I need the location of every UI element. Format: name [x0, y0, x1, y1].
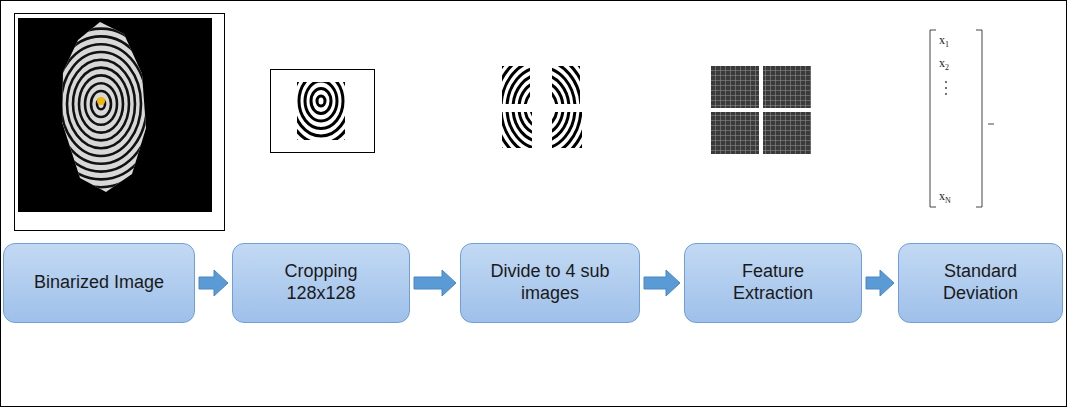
ridge-line: [19, 0, 183, 211]
process-box: Divide to 4 sub images: [460, 243, 640, 323]
ridge-line: [502, 112, 532, 148]
box-label: Divide to 4 sub images: [483, 261, 618, 304]
ridge-line: [61, 52, 141, 156]
ridge-line: [297, 82, 345, 140]
ridge-line: [552, 66, 580, 104]
vector-dots: [945, 93, 947, 95]
vector-bracket: [930, 30, 936, 207]
ridge-line: [502, 112, 532, 148]
feature-map: [763, 112, 811, 154]
ridge-line: [311, 89, 331, 114]
ridge-line: [7, 0, 195, 226]
ridge-line: [67, 60, 135, 148]
ridge-line: [552, 112, 582, 148]
process-box: Feature Extraction: [684, 243, 862, 323]
cropped-fingerprint: [297, 82, 345, 140]
ridge-line: [305, 82, 337, 121]
ridge-line: [531, 112, 532, 120]
ridge-line: [43, 29, 159, 180]
sub-image: [502, 66, 530, 104]
box-label: Standard Deviation: [928, 261, 1033, 304]
feature-map: [711, 66, 759, 108]
ridge-line: [49, 36, 153, 171]
ridge-line: [552, 66, 580, 104]
box-label: Cropping 128x128: [271, 261, 371, 304]
ridge-line: [297, 82, 345, 140]
ridge-line: [297, 82, 345, 136]
ridge-line: [91, 91, 111, 117]
ridge-line: [85, 83, 117, 125]
feature-map: [763, 66, 811, 108]
ridge-line: [73, 68, 129, 141]
ridge-line: [552, 112, 575, 148]
vector-dots: [945, 87, 947, 89]
process-box: Cropping 128x128: [232, 243, 410, 323]
dash-mark: [988, 124, 994, 125]
ridge-line: [297, 82, 345, 140]
vector-entry: x2: [939, 57, 949, 72]
core-point: [97, 97, 105, 105]
vector-entry: xN: [939, 190, 951, 205]
ridge-line: [507, 112, 532, 148]
ridge-line: [37, 21, 165, 187]
ridge-line: [552, 112, 582, 148]
ridge-line: [25, 5, 177, 203]
fingerprint-image: [7, 0, 195, 226]
sub-image: [502, 112, 532, 148]
process-box: Standard Deviation: [898, 243, 1063, 323]
ridge-line: [79, 75, 123, 132]
ridge-line: [502, 66, 530, 104]
ridge-line: [502, 66, 530, 104]
ridge-line: [297, 82, 345, 140]
ridge-line: [502, 66, 530, 104]
vector-entry: x1: [939, 34, 949, 49]
box-label: Binarized Image: [34, 272, 164, 294]
sub-image: [552, 66, 580, 104]
block-arrow: [199, 270, 228, 296]
process-box: Binarized Image: [3, 243, 195, 323]
ridge-line: [502, 112, 532, 148]
block-arrow: [414, 270, 456, 296]
ridge-line: [525, 112, 532, 127]
ridge-line: [507, 67, 530, 104]
ridge-line: [31, 13, 171, 195]
ridge-line: [299, 82, 343, 129]
ridge-line: [13, 0, 189, 218]
vector-dots: [945, 81, 947, 83]
ridge-line: [317, 96, 325, 106]
ridge-line: [552, 67, 575, 104]
feature-images: [711, 66, 811, 154]
ridge-line: [297, 82, 345, 140]
ridge-line: [552, 112, 582, 148]
box-label: Feature Extraction: [721, 261, 826, 304]
block-arrow: [866, 270, 894, 296]
block-arrow: [644, 270, 680, 296]
feature-map: [711, 112, 759, 154]
vector-bracket: [976, 30, 982, 207]
crop-ground: [297, 82, 345, 140]
crop-frame: [271, 70, 375, 153]
sub-images: [483, 38, 599, 177]
sub-image: [552, 112, 582, 148]
ridge-line: [55, 44, 147, 164]
ridge-line: [552, 66, 580, 104]
image-frame: [15, 14, 225, 231]
